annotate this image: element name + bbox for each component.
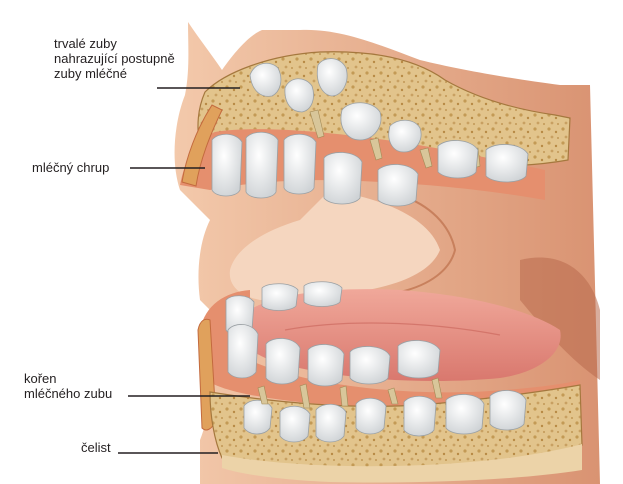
label-milk-root: kořen mléčného zubu xyxy=(24,371,112,401)
label-permanent-teeth: trvalé zuby nahrazující postupně zuby ml… xyxy=(54,36,175,81)
label-jaw: čelist xyxy=(81,440,111,455)
label-permanent-teeth-line-3: zuby mléčné xyxy=(54,66,175,81)
label-permanent-teeth-line-1: trvalé zuby xyxy=(54,36,175,51)
label-milk-root-line-1: kořen xyxy=(24,371,112,386)
label-milk-root-line-2: mléčného zubu xyxy=(24,386,112,401)
label-milk-teeth: mléčný chrup xyxy=(32,160,109,175)
label-permanent-teeth-line-2: nahrazující postupně xyxy=(54,51,175,66)
